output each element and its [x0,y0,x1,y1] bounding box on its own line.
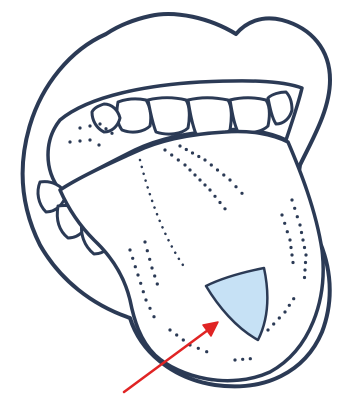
papilla-dot [88,124,91,127]
papilla-dot [148,258,151,261]
papilla-dot [191,151,194,154]
papilla-dot [163,148,166,151]
papilla-dot [104,127,107,130]
papilla-dot [300,231,303,234]
papilla-dot [298,223,301,226]
papilla-dot [98,122,101,125]
papilla-dot [210,163,213,166]
papilla-dot [303,268,306,271]
papilla-dot [134,265,137,268]
papilla-dot [222,173,225,176]
papilla-dot [216,168,219,171]
papilla-dot [208,188,211,191]
papilla-dot [288,304,291,307]
papilla-dot [131,257,134,260]
papilla-dot [178,144,181,147]
papilla-dot [197,155,200,158]
papilla-dot [303,246,306,249]
upper-tooth [230,98,269,133]
papilla-dot [283,222,286,225]
papilla-dot [182,338,185,341]
papilla-dot [296,215,299,218]
papilla-dot [291,261,294,264]
papilla-dot [170,153,173,156]
papilla-dot [241,358,244,361]
upper-tooth [148,98,189,134]
papilla-dot [88,138,91,141]
papilla-dot [289,246,292,249]
papilla-dot [136,273,139,276]
papilla-dot [218,201,221,204]
papilla-dot [303,276,306,279]
papilla-dot [177,158,180,161]
papilla-dot [153,274,156,277]
papilla-dot [144,298,147,301]
papilla-dot [152,315,155,318]
papilla-dot [228,178,231,181]
upper-tooth [117,99,151,132]
papilla-dot [278,316,281,319]
papilla-dot [292,297,295,300]
papilla-dot [272,322,275,325]
papilla-dot [150,266,153,269]
papilla-dot [240,192,243,195]
papilla-dot [156,282,159,285]
papilla-dot [290,198,293,201]
papilla-dot [143,240,146,243]
papilla-dot [283,310,286,313]
papilla-dot [301,238,304,241]
papilla-dot [234,185,237,188]
papilla-dot [249,357,252,360]
papilla-dot [139,282,142,285]
papilla-dot [205,350,208,353]
papilla-dot [290,253,293,256]
papilla-dot [110,132,113,135]
papilla-dot [97,143,100,146]
papilla-dot [203,158,206,161]
papilla-dot [197,347,200,350]
papilla-dot [68,140,71,143]
papilla-dot [266,328,269,331]
papilla-dot [223,207,226,210]
papilla-dot [175,333,178,336]
papilla-dot [293,207,296,210]
papilla-dot [78,126,81,129]
papilla-dot [78,139,81,142]
papilla-dot [168,328,171,331]
papilla-dot [188,168,191,171]
papilla-dot [304,261,307,264]
papilla-dot [213,195,216,198]
papilla-dot [185,148,188,151]
papilla-dot [288,238,291,241]
papilla-dot [128,248,131,251]
papilla-dot [304,253,307,256]
papilla-dot [286,230,289,233]
papilla-dot [280,213,283,216]
papilla-dot [203,183,206,186]
papilla-dot [142,290,145,293]
papilla-dot [198,178,201,181]
papilla-dot [183,163,186,166]
papilla-dot [146,249,149,252]
papilla-dot [193,173,196,176]
papilla-dot [148,307,151,310]
papilla-dot [233,358,236,361]
